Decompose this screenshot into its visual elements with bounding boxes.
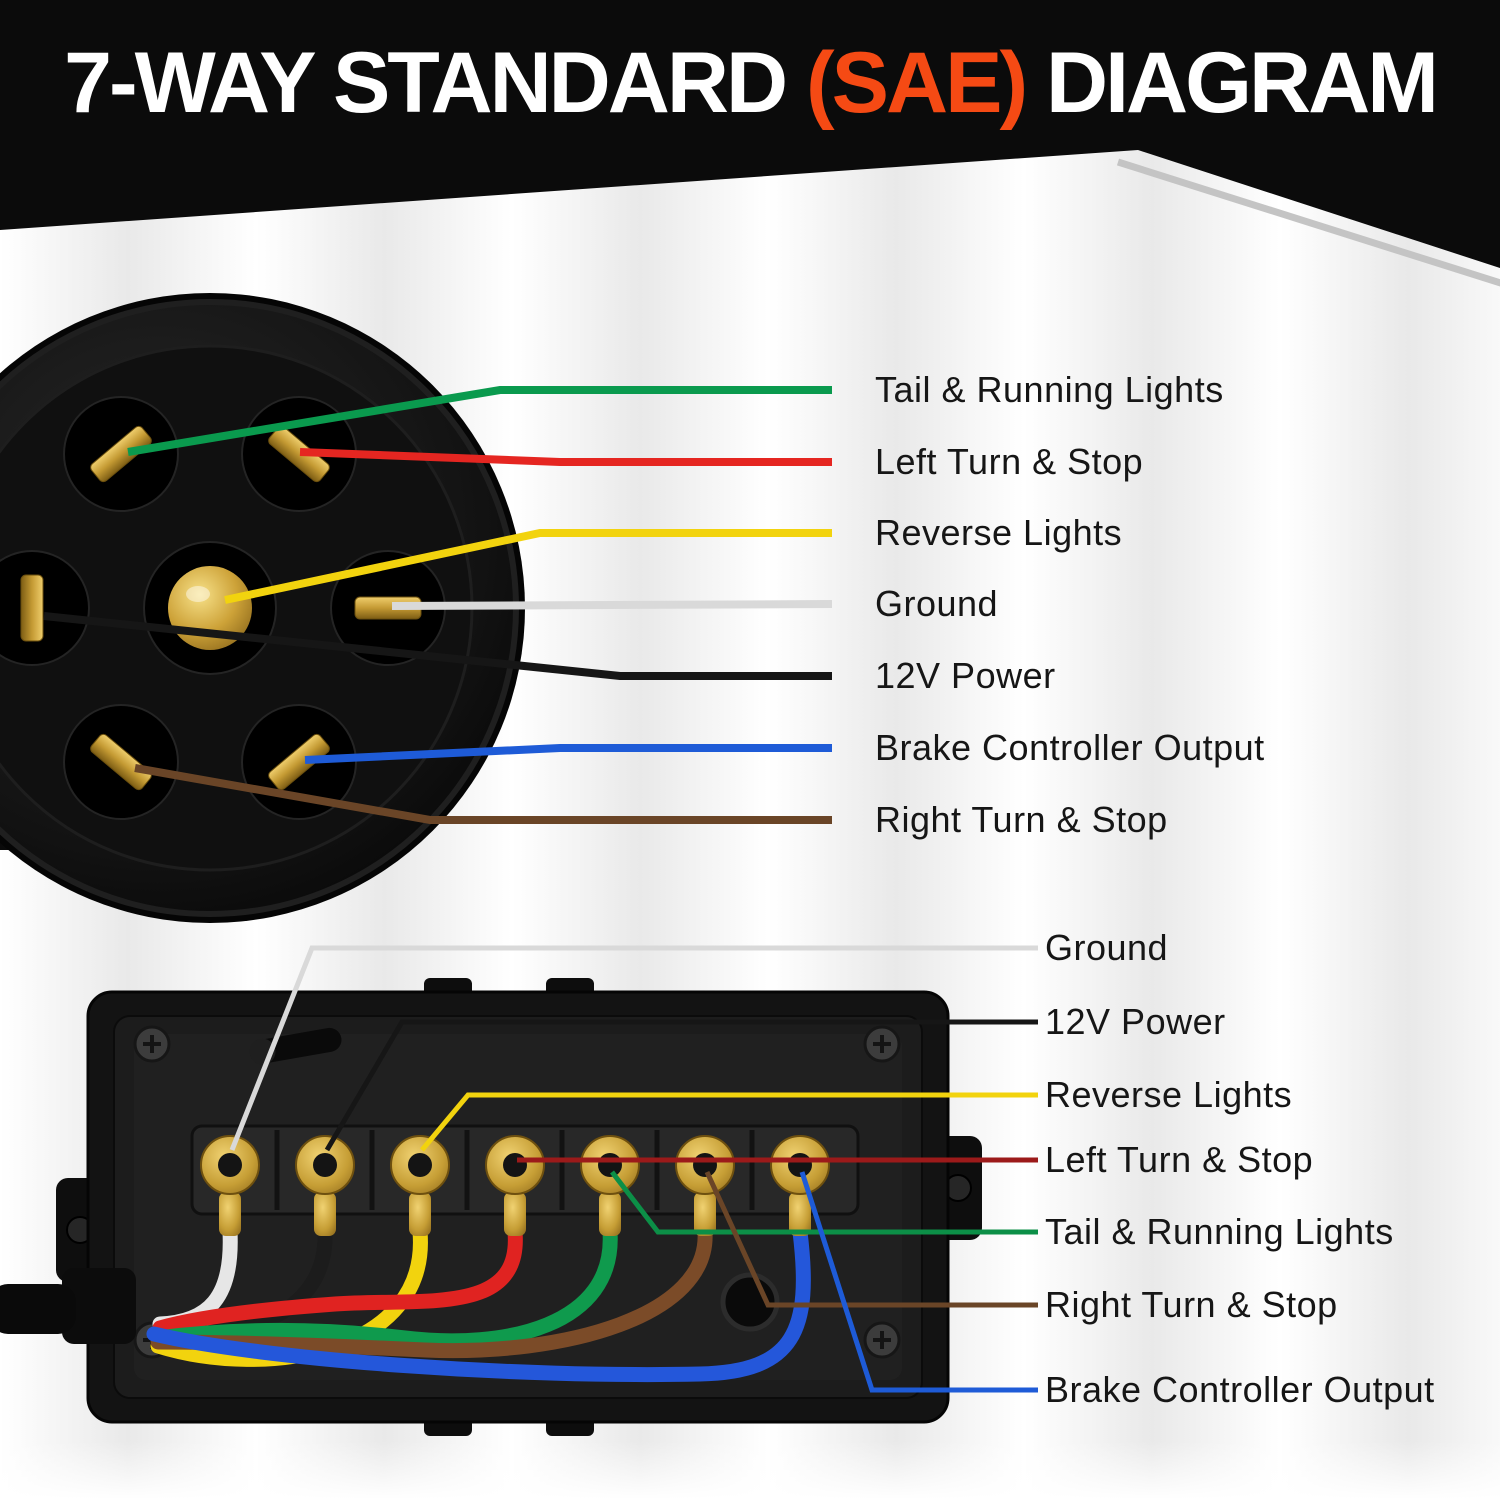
pin-center bbox=[143, 541, 277, 675]
label-reverse-lights: Reverse Lights bbox=[875, 512, 1123, 553]
leader-line-ground bbox=[391, 600, 833, 610]
label-right-turn-stop: Right Turn & Stop bbox=[875, 799, 1168, 840]
plug-leader-lines bbox=[43, 386, 833, 824]
label-jb-12v-power: 12V Power bbox=[1045, 1001, 1226, 1042]
title-highlight-sae: (SAE) bbox=[806, 35, 1028, 131]
label-jb-right-turn-stop: Right Turn & Stop bbox=[1045, 1284, 1338, 1325]
junction-box-illustration bbox=[0, 978, 982, 1436]
terminal-5 bbox=[580, 1135, 640, 1236]
wire-red bbox=[152, 1224, 523, 1336]
pin-upper-left bbox=[63, 396, 179, 512]
terminal-1 bbox=[200, 1135, 260, 1236]
ring-terminals bbox=[200, 1135, 830, 1236]
cable-gland bbox=[62, 1268, 136, 1344]
terminal-strip-dividers bbox=[274, 1130, 755, 1210]
wire-green bbox=[150, 1224, 618, 1349]
leader-line-tail-running-lights bbox=[127, 386, 832, 456]
label-jb-tail-running-lights: Tail & Running Lights bbox=[1045, 1211, 1394, 1252]
page-title: 7-WAY STANDARD (SAE) DIAGRAM bbox=[0, 34, 1500, 133]
grommet bbox=[720, 1272, 780, 1332]
leader-line-right-turn-stop bbox=[134, 764, 832, 824]
terminal-2 bbox=[295, 1135, 355, 1236]
label-ground: Ground bbox=[875, 583, 999, 624]
leader-line-left-turn-stop bbox=[299, 448, 832, 466]
wire-blue bbox=[146, 1224, 811, 1383]
pin-lower-left bbox=[63, 704, 179, 820]
leader-line-reverse-lights bbox=[224, 529, 832, 604]
bottom-fade bbox=[0, 1441, 1500, 1499]
banner-accent-stripe bbox=[1116, 158, 1500, 287]
pin-left bbox=[0, 550, 90, 666]
terminal-7 bbox=[770, 1135, 830, 1236]
title-suffix: DIAGRAM bbox=[1025, 35, 1439, 131]
label-jb-brake-controller-output: Brake Controller Output bbox=[1045, 1369, 1435, 1410]
label-brake-controller-output: Brake Controller Output bbox=[875, 727, 1265, 768]
label-jb-ground: Ground bbox=[1045, 927, 1169, 968]
leader-line-brake-output bbox=[304, 744, 832, 764]
leader-line-jb-right-turn-stop bbox=[704, 1170, 1038, 1308]
leader-line-jb-brake-output bbox=[799, 1171, 1038, 1393]
leader-line-jb-12v-power bbox=[324, 1019, 1038, 1152]
label-left-turn-stop: Left Turn & Stop bbox=[875, 441, 1144, 482]
label-jb-reverse-lights: Reverse Lights bbox=[1045, 1074, 1293, 1115]
leader-line-jb-tail-running-lights bbox=[610, 1170, 1038, 1235]
wires bbox=[146, 1224, 811, 1383]
terminal-4 bbox=[485, 1135, 545, 1236]
exit-cable bbox=[0, 1284, 76, 1334]
leader-line-12v-power bbox=[43, 612, 832, 680]
leader-line-jb-ground bbox=[229, 945, 1038, 1151]
junction-leader-lines bbox=[229, 945, 1038, 1393]
label-12v-power: 12V Power bbox=[875, 655, 1056, 696]
label-tail-running-lights: Tail & Running Lights bbox=[875, 369, 1224, 410]
terminal-3 bbox=[390, 1135, 450, 1236]
title-prefix: 7-WAY STANDARD bbox=[64, 35, 806, 131]
leader-line-jb-reverse-lights bbox=[420, 1092, 1038, 1152]
label-jb-left-turn-stop: Left Turn & Stop bbox=[1045, 1139, 1314, 1180]
